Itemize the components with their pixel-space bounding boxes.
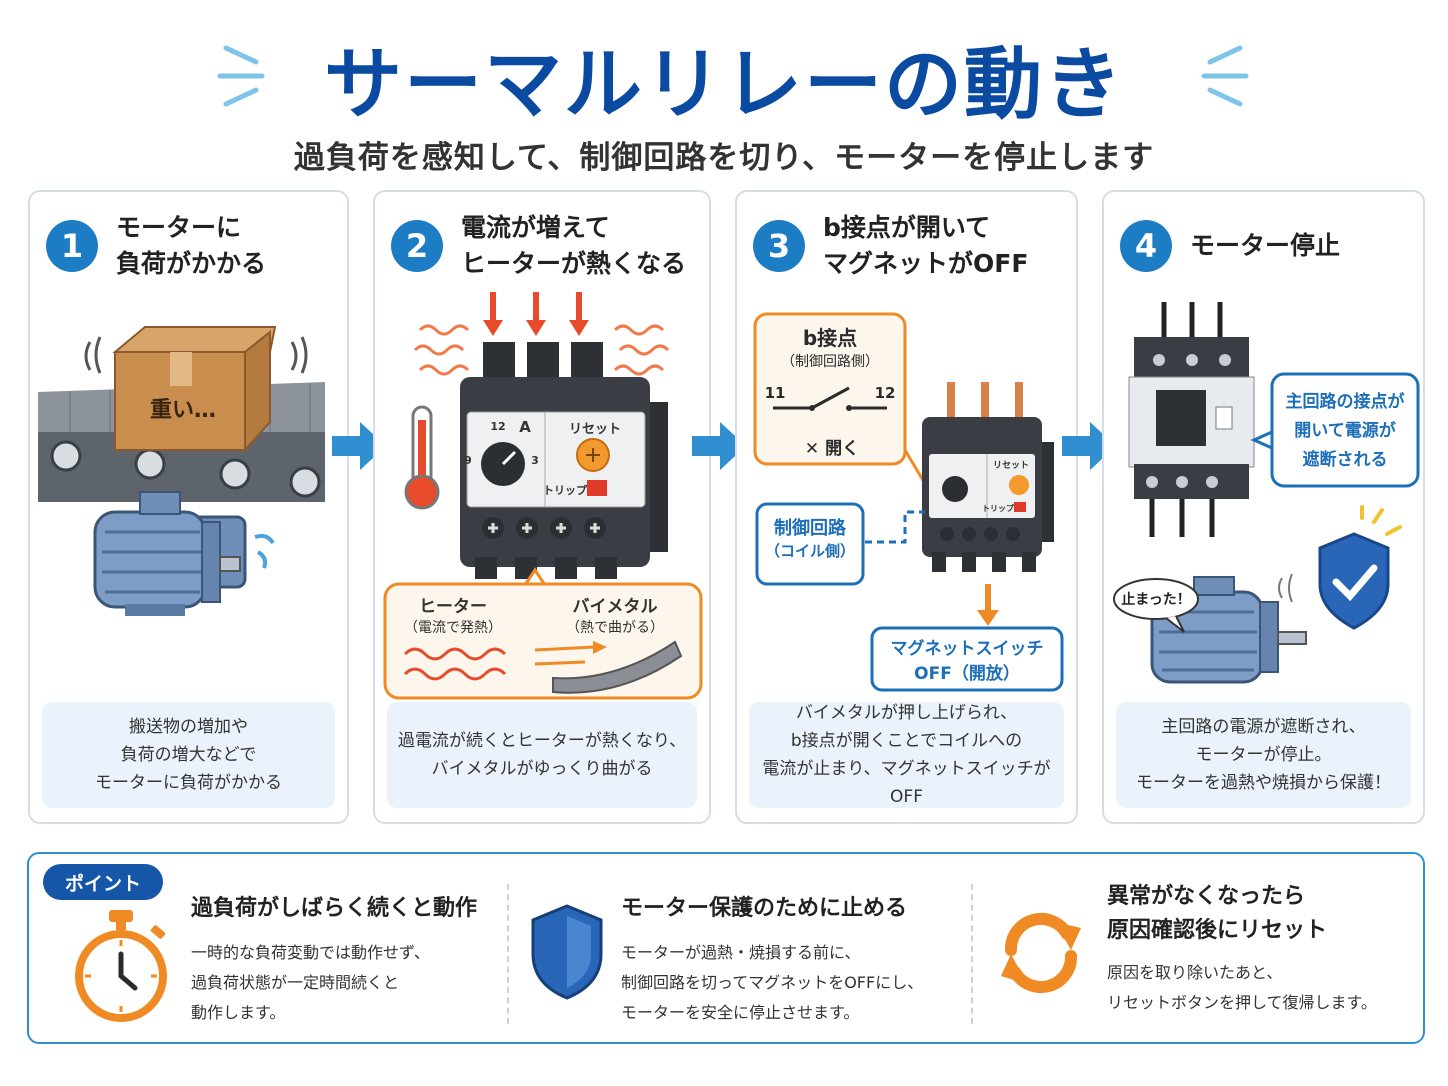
contactor-illustration bbox=[1113, 302, 1420, 684]
step-1-panel: 1 モーターに負荷がかかる bbox=[28, 190, 349, 824]
step-title: モーター停止 bbox=[1190, 231, 1341, 260]
point-2-desc: モーターが過熱・焼損する前に、制御回路を切ってマグネットをOFFにし、モーターを… bbox=[621, 943, 924, 1022]
sparkle-right-icon bbox=[1201, 45, 1249, 107]
step-4-panel: 4 モーター停止 bbox=[1102, 190, 1425, 824]
check-shield-icon bbox=[1318, 532, 1390, 630]
points-panel: ポイント 過負荷がしばらく続くと動作 一時的な負荷変動では動作せず、過負荷状態が… bbox=[27, 852, 1425, 1044]
terminal-11: 11 bbox=[764, 384, 786, 402]
conveyor-illustration bbox=[38, 326, 325, 616]
box-label: 重い… bbox=[149, 398, 216, 423]
step-2-panel: 2 電流が増えてヒーターが熱くなる bbox=[373, 190, 711, 824]
step-title: モーターに負荷がかかる bbox=[116, 213, 267, 278]
shield-icon bbox=[531, 904, 603, 1000]
page-subtitle: 過負荷を感知して、制御回路を切り、モーターを停止します bbox=[293, 140, 1155, 176]
dial-tick: 9 bbox=[464, 454, 472, 467]
control-circuit-label: 制御回路（コイル側） bbox=[764, 518, 855, 560]
refresh-icon bbox=[1001, 912, 1081, 994]
box-icon bbox=[112, 326, 277, 453]
arrow-right-icon bbox=[692, 422, 746, 470]
contact-illustration bbox=[753, 312, 1064, 692]
dial-unit: A bbox=[519, 418, 531, 436]
step-number: 4 bbox=[1120, 220, 1172, 272]
current-arrow-icon bbox=[483, 292, 589, 336]
trip-label: トリップ bbox=[982, 504, 1014, 513]
dial-tick: 12 bbox=[490, 420, 506, 433]
point-2-title: モーター保護のために止める bbox=[621, 896, 908, 921]
thermal-relay-illustration bbox=[383, 292, 703, 700]
arrow-right-icon bbox=[332, 422, 386, 470]
point-1-desc: 一時的な負荷変動では動作せず、過負荷状態が一定時間続くと動作します。 bbox=[191, 943, 430, 1022]
b-contact-label: b接点（制御回路側） bbox=[781, 326, 879, 370]
speech-bubble: 止まった！ bbox=[1121, 592, 1191, 608]
stopwatch-icon bbox=[75, 910, 167, 1022]
step-caption: 過電流が続くとヒーターが熱くなり、バイメタルがゆっくり曲がる bbox=[387, 702, 697, 808]
point-1-title: 過負荷がしばらく続くと動作 bbox=[191, 896, 478, 921]
heat-wave-icon bbox=[413, 324, 670, 376]
divider bbox=[507, 884, 509, 1024]
terminal-12: 12 bbox=[874, 384, 896, 402]
motor-icon bbox=[93, 491, 275, 616]
thermometer-icon bbox=[404, 405, 440, 510]
point-3-desc: 原因を取り除いたあと、リセットボタンを押して復帰します。 bbox=[1107, 963, 1377, 1012]
step-number: 2 bbox=[391, 220, 443, 272]
point-badge: ポイント bbox=[43, 864, 163, 900]
trip-label: トリップ bbox=[543, 484, 587, 497]
step-number: 1 bbox=[46, 220, 98, 272]
bimetal-label: バイメタル（熱で曲がる） bbox=[566, 597, 664, 636]
divider bbox=[971, 884, 973, 1024]
sparkle-left-icon bbox=[217, 45, 265, 107]
step-3-panel: 3 b接点が開いてマグネットがOFF b接点（制御回路側 bbox=[735, 190, 1078, 824]
step-caption: バイメタルが押し上げられ、b接点が開くことでコイルへの電流が止まり、マグネットス… bbox=[749, 702, 1064, 808]
page-title: サーマルリレーの動き bbox=[323, 40, 1124, 130]
reset-label: リセット bbox=[992, 461, 1029, 471]
point-3-title: 異常がなくなったら原因確認後にリセット bbox=[1107, 884, 1328, 943]
main-circuit-callout: 主回路の接点が開いて電源が遮断される bbox=[1285, 392, 1405, 470]
reset-label: リセット bbox=[568, 422, 621, 437]
open-label: ✕ 開く bbox=[804, 439, 860, 459]
step-caption: 搬送物の増加や負荷の増大などでモーターに負荷がかかる bbox=[42, 702, 335, 808]
relay-body bbox=[460, 342, 668, 579]
heater-label: ヒーター（電流で発熱） bbox=[404, 597, 502, 636]
step-title: b接点が開いてマグネットがOFF bbox=[823, 213, 1029, 278]
contactor-icon bbox=[1128, 302, 1255, 537]
step-number: 3 bbox=[753, 220, 805, 272]
relay-body bbox=[922, 382, 1054, 572]
step-caption: 主回路の電源が遮断され、モーターが停止。モーターを過熱や焼損から保護！ bbox=[1116, 702, 1411, 808]
step-title: 電流が増えてヒーターが熱くなる bbox=[461, 213, 687, 278]
dial-tick: 3 bbox=[531, 454, 539, 467]
